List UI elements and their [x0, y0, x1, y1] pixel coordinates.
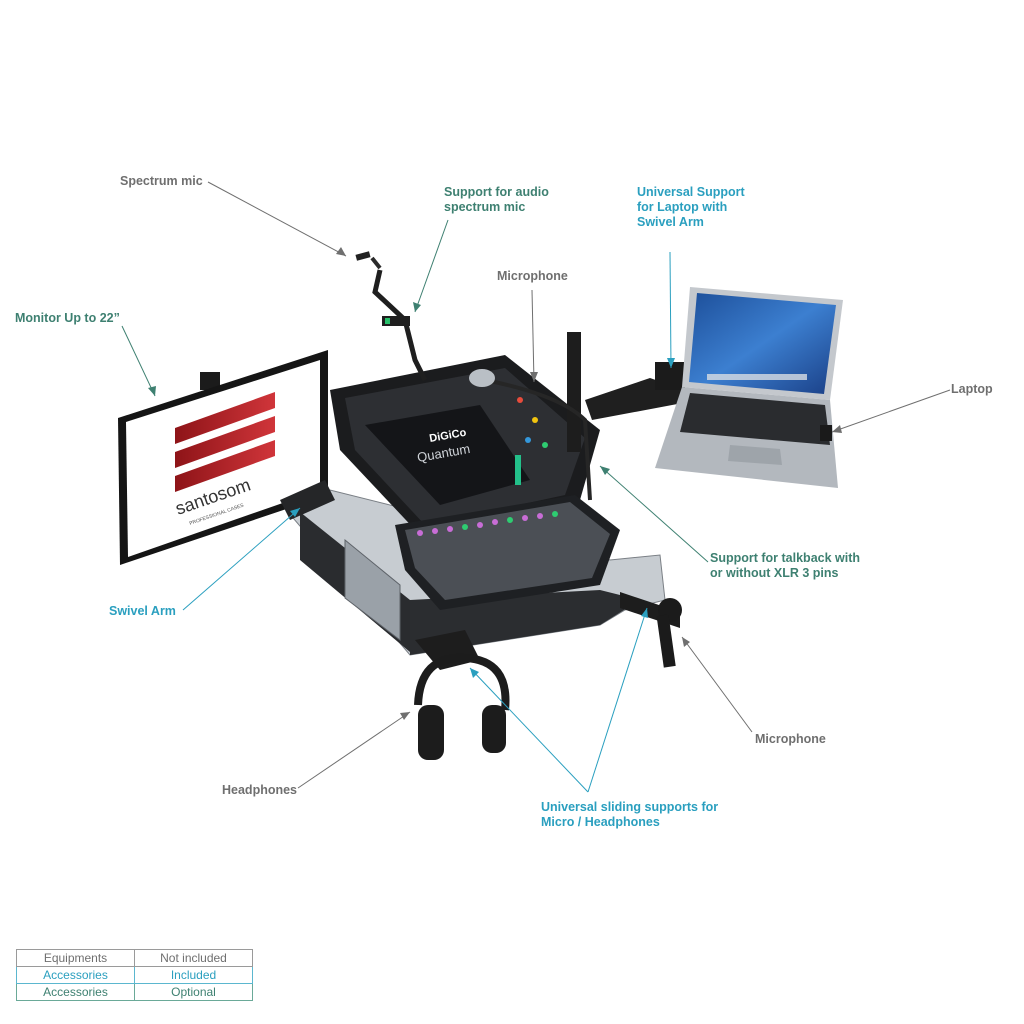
label-universal-laptop-support: Universal Support for Laptop with Swivel…	[637, 185, 745, 230]
label-line: Universal Support	[637, 185, 745, 199]
laptop	[655, 287, 843, 488]
label-line: Support for audio	[444, 185, 549, 199]
callout-arrowheads	[148, 247, 842, 720]
label-line: Support for talkback with	[710, 551, 861, 565]
label-spectrum-mic: Spectrum mic	[120, 174, 203, 188]
legend-row: Accessories Optional	[16, 983, 253, 1001]
callout-lines	[121, 181, 951, 793]
talkback-mic	[469, 332, 592, 501]
fader-channel-strip	[417, 511, 558, 536]
legend-category: Accessories	[16, 966, 135, 984]
mixing-console: DiGiCo Quantum	[330, 355, 620, 610]
label-line: Swivel Arm	[637, 215, 704, 229]
label-universal-sliding-supports: Universal sliding supports for Micro / H…	[541, 800, 718, 830]
label-line: for Laptop with	[637, 200, 728, 214]
label-microphone-bottom: Microphone	[755, 732, 826, 746]
label-line: Universal sliding supports for	[541, 800, 719, 814]
legend-table: Equipments Not included Accessories Incl…	[16, 949, 253, 1001]
label-talkback-support: Support for talkback with or without XLR…	[710, 551, 860, 581]
legend-category: Equipments	[16, 949, 135, 967]
legend-status: Included	[134, 966, 253, 984]
monitor: santosom PROFESSIONAL CASES	[118, 350, 328, 565]
sliding-supports	[414, 592, 682, 760]
label-support-audio-spectrum-mic: Support for audio spectrum mic	[444, 185, 549, 215]
label-headphones: Headphones	[222, 783, 298, 797]
laptop-arm	[585, 362, 690, 420]
label-laptop: Laptop	[951, 382, 993, 396]
label-line: or without XLR 3 pins	[710, 566, 839, 580]
label-swivel-arm: Swivel Arm	[109, 604, 176, 618]
label-line: Micro / Headphones	[541, 815, 660, 829]
legend-row: Equipments Not included	[16, 949, 253, 967]
legend-status: Not included	[134, 949, 253, 967]
legend-row: Accessories Included	[16, 966, 253, 984]
legend-category: Accessories	[16, 983, 135, 1001]
label-line: spectrum mic	[444, 200, 526, 214]
spectrum-mic-stand	[355, 251, 428, 382]
label-monitor: Monitor Up to 22”	[15, 311, 120, 325]
legend-status: Optional	[134, 983, 253, 1001]
label-microphone-top: Microphone	[497, 269, 568, 283]
